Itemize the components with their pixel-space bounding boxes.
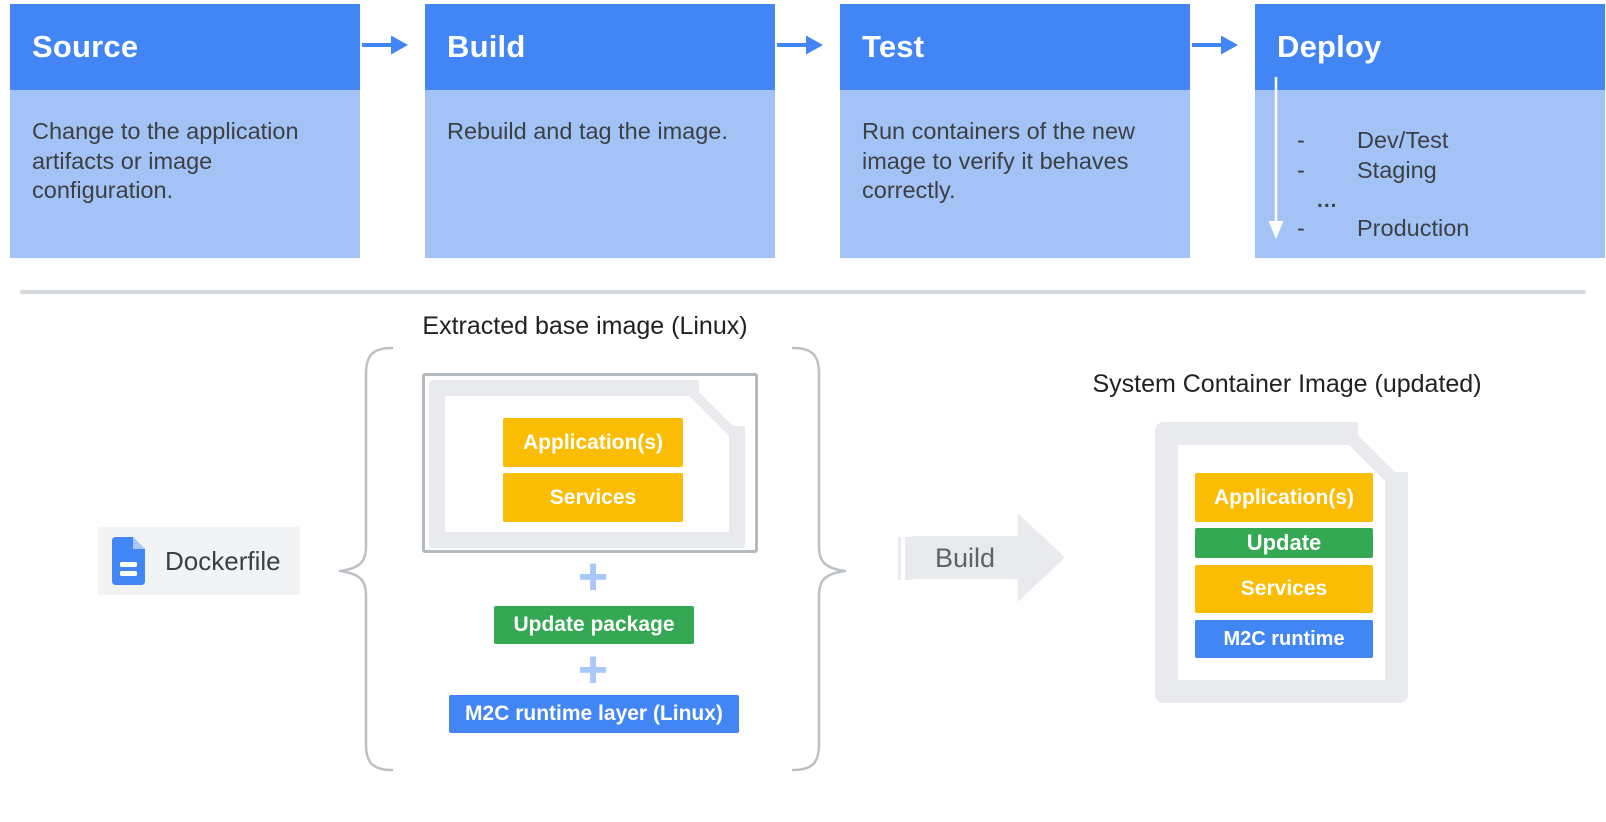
arrow-stripe: [905, 537, 913, 580]
deploy-environment-list: - Dev/Test - Staging ... - Production: [1255, 126, 1605, 244]
layer-chip-services: Services: [1195, 565, 1373, 613]
horizontal-divider: [20, 290, 1586, 294]
stage-arrow-test-deploy: [1192, 35, 1238, 55]
pipeline-stage-build: Build Rebuild and tag the image.: [425, 4, 775, 258]
arrow-stripe: [898, 537, 901, 580]
layer-chip-label: Services: [549, 485, 637, 509]
container-image-document-icon: [1155, 422, 1408, 703]
list-item-label: Dev/Test: [1357, 127, 1449, 153]
stage-description: Rebuild and tag the image.: [447, 118, 728, 144]
stage-body-test: Run containers of the new image to verif…: [840, 90, 1190, 258]
system-container-image-title: System Container Image (updated): [1092, 370, 1482, 398]
layer-chip-label: Application(s): [523, 430, 663, 454]
list-item-ellipsis: ...: [1255, 186, 1605, 214]
stage-title: Test: [862, 29, 925, 64]
m2c-runtime-layer-label: M2C runtime layer (Linux): [465, 702, 723, 725]
layer-chip-label: Update: [1246, 530, 1322, 555]
build-arrow-label: Build: [934, 542, 996, 573]
stage-header-source: Source: [10, 4, 360, 90]
stage-arrow-build-test: [777, 35, 823, 55]
stage-title: Deploy: [1277, 29, 1382, 64]
pipeline-stage-source: Source Change to the application artifac…: [10, 4, 360, 258]
layer-chip-m2c-runtime: M2C runtime: [1195, 620, 1373, 658]
stage-header-test: Test: [840, 4, 1190, 90]
document-icon: [112, 537, 145, 585]
system-container-image-box: Application(s) Update Services M2C runti…: [1155, 422, 1408, 703]
extracted-base-image-title: Extracted base image (Linux): [422, 312, 748, 340]
layer-chip-label: Application(s): [1214, 485, 1354, 509]
stage-description: Change to the application artifacts or i…: [32, 118, 299, 203]
left-brace: [338, 346, 394, 772]
stage-arrow-source-build: [362, 35, 408, 55]
stage-body-build: Rebuild and tag the image.: [425, 90, 775, 258]
ellipsis-text: ...: [1317, 189, 1338, 212]
stage-body-deploy: - Dev/Test - Staging ... - Production: [1255, 90, 1605, 258]
list-bullet: -: [1297, 157, 1305, 183]
pipeline-stage-test: Test Run containers of the new image to …: [840, 4, 1190, 258]
update-package-label: Update package: [513, 613, 675, 636]
stage-header-build: Build: [425, 4, 775, 90]
list-item: - Dev/Test: [1255, 126, 1605, 156]
list-item: - Staging: [1255, 156, 1605, 186]
stage-body-source: Change to the application artifacts or i…: [10, 90, 360, 258]
right-brace: [791, 346, 847, 772]
layer-chip-update: Update: [1195, 528, 1373, 558]
layer-chip-label: M2C runtime: [1223, 627, 1345, 650]
stage-header-deploy: Deploy: [1255, 4, 1605, 90]
list-item-label: Staging: [1357, 157, 1437, 183]
build-arrow: Build: [898, 513, 1065, 602]
stage-description: Run containers of the new image to verif…: [862, 118, 1136, 203]
list-bullet: -: [1297, 215, 1305, 241]
plus-sign: +: [577, 548, 609, 606]
layer-chip-services: Services: [503, 473, 683, 522]
stage-title: Build: [447, 29, 526, 64]
list-bullet: -: [1297, 127, 1305, 153]
extracted-base-image-box: Application(s) Services: [422, 373, 758, 553]
layer-chip-applications: Application(s): [1195, 473, 1373, 522]
plus-sign: +: [577, 641, 609, 699]
m2c-runtime-layer-box: M2C runtime layer (Linux): [449, 695, 739, 733]
layer-chip-applications: Application(s): [503, 418, 683, 467]
pipeline-stage-deploy: Deploy - Dev/Test - Staging ... - Produ: [1255, 4, 1605, 258]
stage-title: Source: [32, 29, 139, 64]
layer-chip-label: Services: [1240, 577, 1328, 600]
list-item-label: Production: [1357, 215, 1470, 241]
update-package-box: Update package: [494, 606, 694, 644]
dockerfile-badge: Dockerfile: [98, 527, 300, 595]
list-item: - Production: [1255, 214, 1605, 244]
dockerfile-label: Dockerfile: [165, 545, 281, 576]
